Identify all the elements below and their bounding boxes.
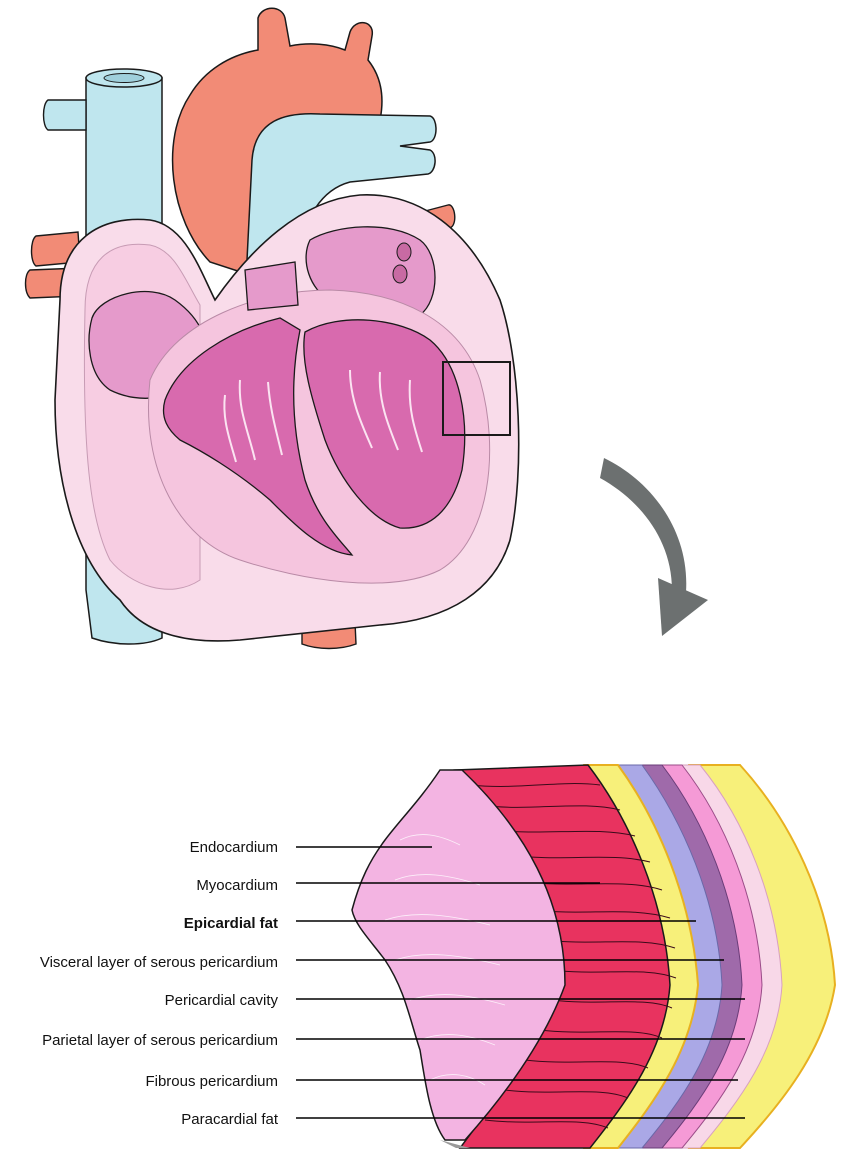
papillary-muscles	[223, 369, 423, 463]
label-pericardial-cavity: Pericardial cavity	[165, 992, 279, 1009]
left-ventricle	[303, 319, 466, 529]
endocardium-layer	[351, 769, 566, 1141]
endocardium-texture	[384, 834, 506, 1086]
label-parietal-layer: Parietal layer of serous pericardium	[42, 1032, 278, 1049]
wall-cross-section	[351, 764, 837, 1149]
label-visceral-layer: Visceral layer of serous pericardium	[40, 954, 278, 971]
right-ventricle	[162, 317, 354, 556]
label-epicardial-fat: Epicardial fat	[184, 915, 278, 932]
label-fibrous-pericardium: Fibrous pericardium	[145, 1073, 278, 1090]
zoom-box	[442, 361, 511, 436]
zoom-arrow	[600, 458, 708, 636]
label-paracardial-fat: Paracardial fat	[181, 1111, 279, 1128]
label-myocardium: Myocardium	[196, 877, 278, 894]
heart-illustration	[24, 7, 520, 650]
labels: Endocardium Myocardium Epicardial fat Vi…	[40, 839, 745, 1128]
label-endocardium: Endocardium	[190, 839, 278, 856]
